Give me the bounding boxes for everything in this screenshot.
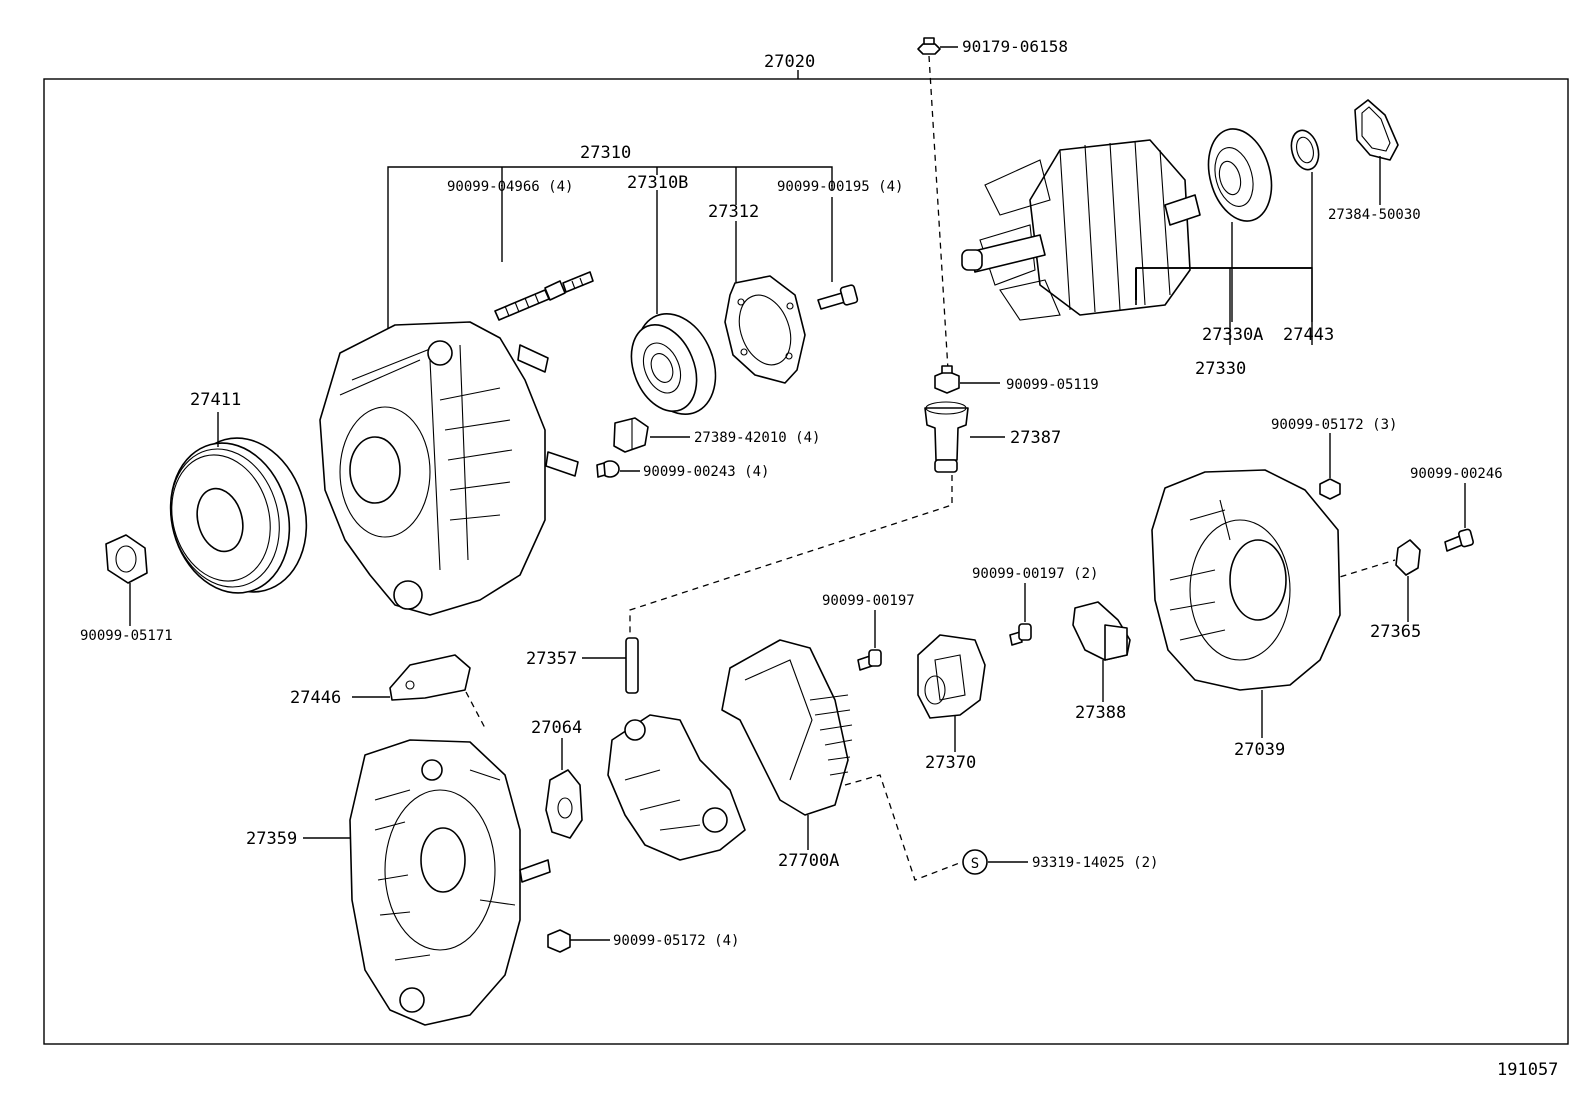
rear-cover-nut-icon[interactable] [1319, 478, 1341, 500]
label-rectifier-end-frame[interactable]: 27359 [246, 829, 297, 849]
diagram-id: 191057 [1497, 1060, 1558, 1080]
insulator-screw-icon[interactable] [596, 460, 620, 478]
label-regulator[interactable]: 27700A [778, 851, 839, 871]
regulator-screw-icon[interactable] [857, 649, 882, 671]
part-labels: 27020 90179-06158 27310 90099-04966 (4) … [80, 37, 1558, 1080]
label-terminal-plate[interactable]: 27446 [290, 688, 341, 708]
label-rear-cover-nut[interactable]: 90099-05172 (3) [1271, 417, 1397, 433]
screw-s-badge-text: S [971, 856, 979, 872]
rectifier-insulator-icon[interactable] [545, 769, 583, 839]
screw-s-badge-icon[interactable]: S [962, 849, 988, 875]
washer-icon[interactable] [1287, 127, 1322, 172]
label-rotor[interactable]: 27330 [1195, 359, 1246, 379]
label-front-bearing[interactable]: 27310B [627, 173, 688, 193]
rotor-icon[interactable] [961, 139, 1201, 321]
label-stud[interactable]: 90099-04966 (4) [447, 179, 573, 195]
label-terminal-bolt[interactable]: 27357 [526, 649, 577, 669]
label-cover-plate[interactable]: 27384-50030 [1328, 207, 1421, 223]
bearing-retainer-icon[interactable] [724, 275, 806, 384]
terminal-insulator-icon[interactable] [924, 401, 969, 473]
label-assembly[interactable]: 27020 [764, 52, 815, 72]
brush-holder-cover-icon[interactable] [1072, 601, 1131, 661]
drive-end-frame-icon[interactable] [319, 321, 579, 616]
label-brush-holder[interactable]: 27370 [925, 753, 976, 773]
label-rear-cover[interactable]: 27039 [1234, 740, 1285, 760]
label-insulator-screw[interactable]: 90099-00243 (4) [643, 464, 769, 480]
plug-screw-icon[interactable] [1444, 528, 1474, 552]
label-end-frame-nut[interactable]: 90099-05172 (4) [613, 933, 739, 949]
label-brush-holder-cover[interactable]: 27388 [1075, 703, 1126, 723]
label-regulator-screw[interactable]: 90099-00197 [822, 593, 915, 609]
regulator-icon[interactable] [721, 639, 853, 816]
label-retainer[interactable]: 27312 [708, 202, 759, 222]
end-frame-nut-icon[interactable] [547, 929, 571, 953]
terminal-nut-icon[interactable] [934, 365, 960, 394]
front-bearing-icon[interactable] [619, 302, 729, 426]
rear-end-cover-icon[interactable] [1151, 469, 1341, 691]
label-terminal-nut[interactable]: 90099-05119 [1006, 377, 1099, 393]
plug-icon[interactable] [1395, 539, 1421, 576]
label-top-bolt[interactable]: 90179-06158 [962, 37, 1068, 56]
rectifier-icon[interactable] [607, 637, 746, 861]
rotor-bearing-icon[interactable] [1199, 122, 1281, 228]
label-plug-screw[interactable]: 90099-00246 [1410, 466, 1503, 482]
bolt-90179-06158-icon[interactable] [917, 37, 941, 55]
pulley-icon[interactable] [154, 424, 323, 606]
brush-holder-icon[interactable] [917, 634, 986, 719]
insulator-icon[interactable] [613, 417, 649, 453]
label-pulley-nut[interactable]: 90099-05171 [80, 628, 173, 644]
label-rotor-bearing[interactable]: 27330A [1202, 325, 1263, 345]
label-pulley[interactable]: 27411 [190, 390, 241, 410]
label-retainer-screw[interactable]: 90099-00195 (4) [777, 179, 903, 195]
label-plug[interactable]: 27365 [1370, 622, 1421, 642]
rectifier-end-frame-icon[interactable] [349, 739, 551, 1026]
label-screw-s[interactable]: 93319-14025 (2) [1032, 855, 1158, 871]
label-washer[interactable]: 27443 [1283, 325, 1334, 345]
retainer-screw-icon[interactable] [817, 284, 859, 310]
label-brush-screw[interactable]: 90099-00197 (2) [972, 566, 1098, 582]
label-rectifier-insulator[interactable]: 27064 [531, 718, 582, 738]
brush-holder-screw-icon[interactable] [1009, 623, 1032, 646]
label-insulator[interactable]: 27389-42010 (4) [694, 430, 820, 446]
assembly-frame [43, 78, 1569, 1045]
stud-bolt-icon[interactable] [494, 271, 594, 321]
cover-plate-icon[interactable] [1354, 99, 1399, 161]
pulley-nut-icon[interactable] [105, 534, 148, 584]
label-drive-frame[interactable]: 27310 [580, 143, 631, 163]
terminal-plate-icon[interactable] [389, 654, 471, 701]
label-terminal-insulator[interactable]: 27387 [1010, 428, 1061, 448]
